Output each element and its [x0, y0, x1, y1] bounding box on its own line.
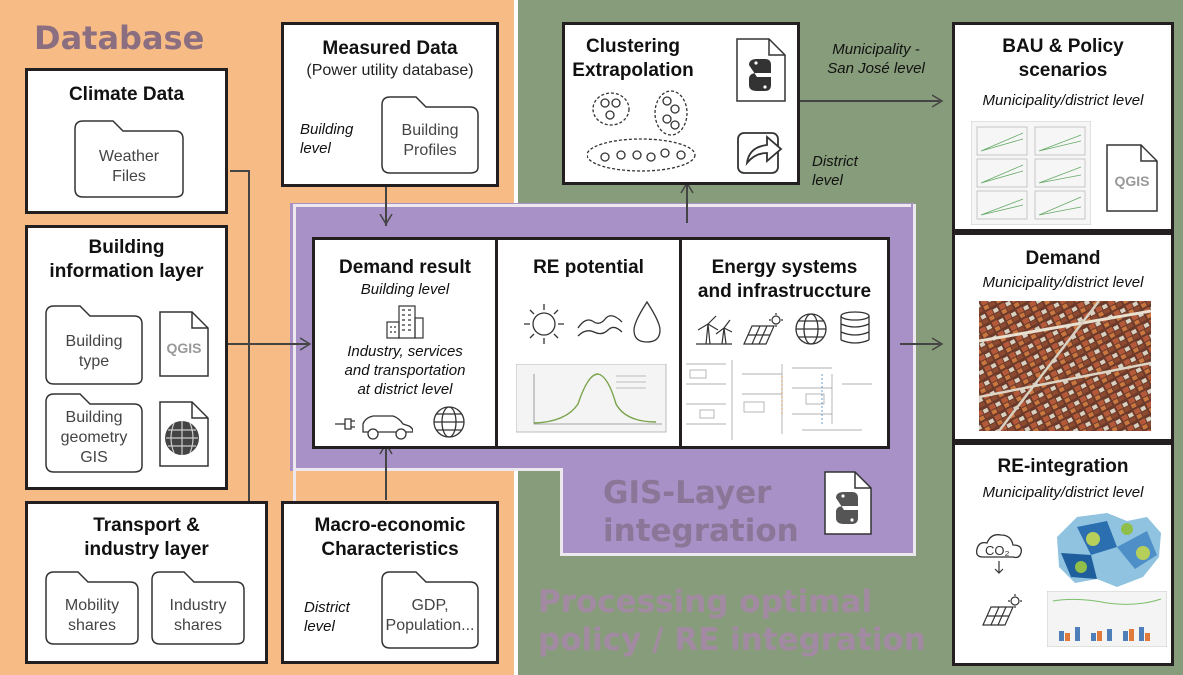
municipality-note: Municipality - San José level — [827, 41, 925, 77]
arrow-right-icon — [932, 94, 944, 108]
drop-icon — [633, 300, 661, 343]
aerial-map-image — [979, 301, 1151, 431]
wave-icon — [577, 315, 623, 337]
re-integration-box: RE-integration Municipality/district lev… — [952, 442, 1174, 666]
connector-line — [248, 170, 250, 507]
climate-data-box: Climate Data Weather Files — [25, 68, 228, 214]
building-type-label: Building type — [65, 333, 123, 370]
gis-border — [293, 204, 911, 559]
bar-chart-image — [1047, 591, 1167, 647]
arrow-down-icon — [379, 214, 393, 226]
connector-line — [800, 100, 940, 102]
demand-result-subtitle: Building level — [360, 281, 450, 298]
re-integration-title: RE-integration — [997, 456, 1129, 477]
connector-line — [385, 186, 387, 226]
co2-label: CO₂ — [985, 543, 1010, 558]
energy-systems-title: Energy systems and infrastruccture — [697, 257, 872, 302]
gis-layer-title: GIS-Layer integration — [603, 475, 799, 549]
folder-icon: Industry shares — [150, 570, 246, 646]
demand-result-note: Industry, services and transportation at… — [344, 343, 466, 398]
folder-icon: Building Profiles — [380, 95, 480, 175]
clustering-box: Clustering Extrapolation — [562, 22, 800, 185]
qgis-icon: QGIS — [158, 310, 210, 378]
building-geometry-label: Building geometry GIS — [60, 409, 128, 466]
district-map-image — [1057, 513, 1161, 587]
connector-line — [900, 343, 940, 345]
demand-result-box: Demand result Building level Industry, s… — [312, 237, 498, 449]
connector-line — [385, 447, 387, 500]
demand-subtitle: Municipality/district level — [982, 274, 1144, 291]
weather-files-label: Weather Files — [98, 148, 160, 185]
clustering-title: Clustering Extrapolation — [572, 36, 694, 81]
gdp-population-label: GDP, Population... — [385, 597, 475, 634]
folder-icon: Weather Files — [73, 119, 185, 199]
re-integration-subtitle: Municipality/district level — [982, 484, 1144, 501]
folder-icon: Mobility shares — [44, 570, 140, 646]
qgis-label: QGIS — [1114, 173, 1150, 189]
building-information-title: Building information layer — [49, 237, 204, 282]
share-icon — [735, 125, 787, 177]
measured-data-box: Measured Data (Power utility database) B… — [281, 22, 499, 187]
measured-data-subtitle: (Power utility database) — [306, 62, 474, 79]
solar-panel-icon — [743, 313, 783, 345]
transport-industry-title: Transport & industry layer — [84, 515, 209, 560]
building-level-note: Building level — [300, 121, 354, 157]
energy-systems-diagram — [682, 354, 887, 444]
demand-result-title: Demand result — [339, 257, 471, 278]
demand-title: Demand — [1025, 248, 1101, 269]
connector-line — [228, 343, 308, 345]
building-profiles-label: Building Profiles — [401, 122, 459, 159]
bau-policy-box: BAU & Policy scenarios Municipality/dist… — [952, 22, 1174, 232]
building-icon — [386, 305, 424, 339]
processing-title: Processing optimal policy / RE integrati… — [538, 584, 926, 658]
globe-doc-icon — [158, 400, 210, 468]
transport-industry-box: Transport & industry layer Mobility shar… — [25, 501, 268, 664]
python-icon — [735, 37, 787, 103]
district-level-note: District level — [304, 599, 350, 635]
folder-icon: Building type — [44, 304, 144, 386]
folder-icon: GDP, Population... — [380, 570, 480, 650]
plug-car-icon — [335, 415, 413, 440]
qgis-label: QGIS — [166, 340, 202, 356]
building-information-box: Building information layer Building type… — [25, 225, 228, 490]
folder-icon: Building geometry GIS — [44, 392, 144, 474]
macro-economic-title: Macro-economic Characteristics — [314, 515, 466, 560]
district-note: District level — [812, 153, 858, 189]
macro-economic-box: Macro-economic Characteristics District … — [281, 501, 499, 664]
climate-data-title: Climate Data — [68, 84, 185, 105]
demand-box: Demand Municipality/district level — [952, 232, 1174, 442]
scenario-charts — [971, 121, 1091, 225]
sun-icon — [524, 304, 564, 344]
globe-icon — [433, 406, 465, 438]
industry-shares-label: Industry shares — [169, 597, 227, 634]
clusters-icon — [587, 90, 696, 172]
energy-systems-box: Energy systems and infrastruccture — [679, 237, 890, 449]
solar-panel-icon — [982, 594, 1022, 626]
gis-border-notch-top — [293, 468, 563, 471]
gis-border-notch — [560, 470, 563, 556]
database-icon — [840, 311, 870, 344]
measured-data-title: Measured Data — [322, 38, 458, 59]
connector-line — [230, 170, 250, 172]
python-icon — [823, 470, 873, 536]
re-potential-chart — [516, 364, 667, 433]
gis-border-right — [913, 204, 916, 556]
wind-turbine-icon — [696, 315, 733, 345]
bau-policy-subtitle: Municipality/district level — [982, 92, 1144, 109]
re-potential-box: RE potential — [495, 237, 682, 449]
arrow-right-icon — [932, 337, 944, 351]
gis-border-bottom — [560, 553, 916, 556]
mobility-shares-label: Mobility shares — [64, 597, 120, 634]
bau-policy-title: BAU & Policy scenarios — [1002, 36, 1124, 81]
arrow-right-icon — [300, 337, 312, 351]
database-title: Database — [34, 19, 205, 57]
re-potential-title: RE potential — [533, 257, 644, 278]
connector-line — [686, 185, 688, 223]
co2-cloud-icon — [975, 534, 1022, 574]
qgis-icon: QGIS — [1105, 143, 1159, 213]
globe-icon — [795, 313, 827, 345]
